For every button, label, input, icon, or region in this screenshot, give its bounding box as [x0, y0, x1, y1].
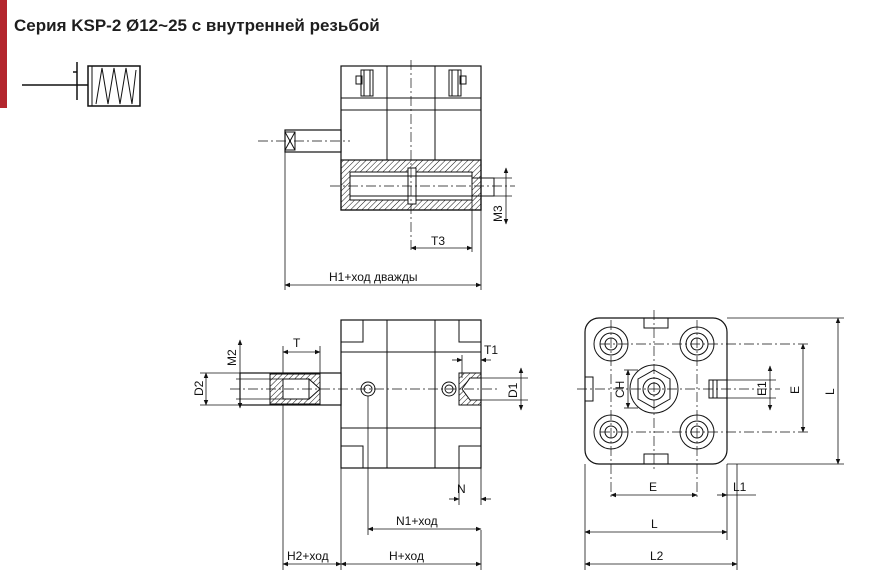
dim-label-h2-stroke: H2+ход [287, 549, 329, 563]
dim-label-e-right: E [788, 386, 802, 394]
side-view: CH E1 E L E L1 L L2 [577, 310, 844, 570]
dim-label-h-stroke: H+ход [389, 549, 424, 563]
dim-label-d1: D1 [506, 382, 520, 398]
dim-label-d2: D2 [192, 380, 206, 396]
dim-label-n1-stroke: N1+ход [396, 514, 438, 528]
page-title: Серия KSP-2 Ø12~25 с внутренней резьбой [14, 16, 380, 35]
dim-label-m3: M3 [491, 205, 505, 222]
dim-label-t1: T1 [484, 343, 498, 357]
dim-label-l-bottom: L [651, 517, 658, 531]
dim-label-e-bottom: E [649, 480, 657, 494]
top-view: M3 T3 H1+ход дважды [258, 60, 515, 290]
dim-label-ch: CH [613, 381, 627, 398]
dim-label-l1: L1 [733, 480, 747, 494]
dim-label-l-right: L [823, 388, 837, 395]
dim-label-h1-stroke-twice: H1+ход дважды [329, 270, 418, 284]
dim-label-l2: L2 [650, 549, 664, 563]
front-view: D2 M2 T T1 D1 N N1+ход [192, 319, 528, 570]
accent-bar [0, 0, 7, 108]
dim-label-t: T [293, 336, 301, 350]
dim-label-m2: M2 [225, 349, 239, 366]
dim-label-e1: E1 [755, 381, 769, 396]
cylinder-spring-return-icon [22, 62, 141, 107]
dim-label-t3: T3 [431, 234, 445, 248]
dim-label-n: N [457, 482, 466, 496]
